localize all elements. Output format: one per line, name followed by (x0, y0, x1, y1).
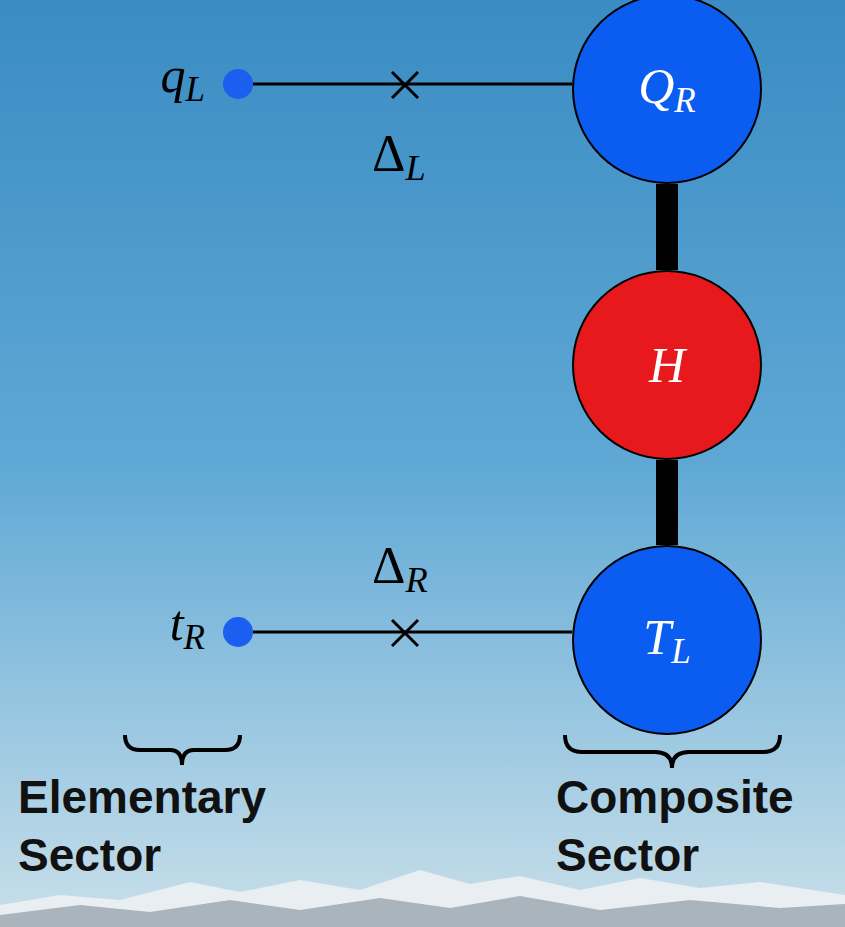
composite-circle: TL (572, 545, 762, 735)
node-label: TL (643, 612, 690, 669)
mixing-cross (392, 620, 418, 646)
mixing-label: ΔL (372, 128, 426, 187)
node-label: qL (161, 50, 205, 107)
mixing-line (253, 83, 572, 86)
strong-coupling-bar (656, 184, 678, 270)
node-label: H (649, 340, 685, 390)
higgs-circle: H (572, 270, 762, 460)
mountain-shadows (0, 896, 845, 927)
sector-label: Composite Sector (556, 768, 841, 884)
mixing-cross (392, 72, 418, 98)
composite-circle: QR (572, 0, 762, 184)
node-label: tR (170, 598, 205, 655)
node-label: QR (638, 61, 696, 118)
elementary-dot: tR (223, 617, 253, 647)
left-brace (125, 735, 240, 765)
strong-coupling-bar (656, 460, 678, 545)
mixing-line (253, 631, 572, 634)
sector-label: Elementary Sector (18, 768, 338, 884)
mixing-label: ΔR (372, 540, 428, 599)
elementary-dot: qL (223, 69, 253, 99)
right-brace (565, 735, 780, 768)
